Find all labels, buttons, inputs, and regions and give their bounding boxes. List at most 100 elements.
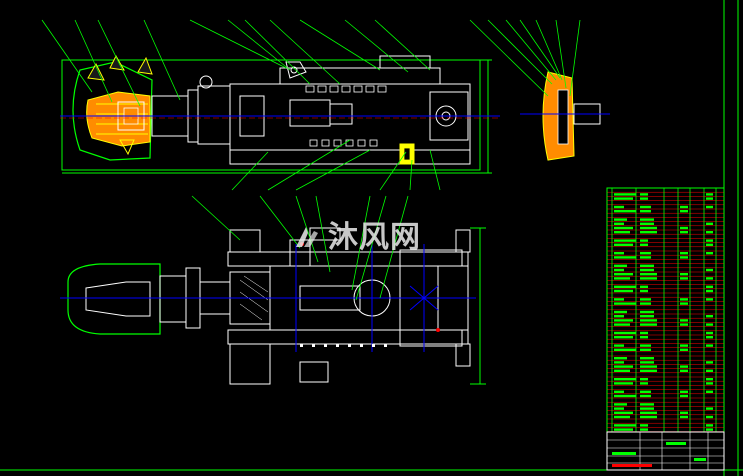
table-cell-mark <box>680 205 688 209</box>
table-cell-mark <box>706 344 713 347</box>
table-cell-mark <box>640 323 657 326</box>
table-cell-mark <box>614 231 630 234</box>
table-cell-mark <box>680 411 688 414</box>
table-cell-mark <box>614 348 636 351</box>
table-cell-mark <box>640 331 648 335</box>
table-cell-mark <box>640 336 648 339</box>
table-cell-mark <box>706 231 713 234</box>
table-cell-mark <box>680 298 688 301</box>
table-cell-mark <box>614 403 627 406</box>
table-cell-mark <box>614 302 636 305</box>
table-cell-mark <box>614 298 624 301</box>
table-cell-mark <box>640 264 654 267</box>
table-cell-mark <box>680 348 688 351</box>
table-cell-mark <box>614 344 624 347</box>
table-cell-mark <box>614 361 624 364</box>
table-cell-mark <box>640 369 657 372</box>
table-cell-mark <box>706 193 713 196</box>
table-cell-mark <box>640 231 657 234</box>
table-cell-mark <box>706 378 713 381</box>
table-cell-mark <box>680 369 688 372</box>
bottom-hatch-region <box>239 275 269 321</box>
top-view-envelope <box>61 59 492 174</box>
table-cell-mark <box>640 256 651 259</box>
table-cell-mark <box>640 382 648 385</box>
table-cell-mark <box>706 197 713 200</box>
table-cell-mark <box>706 289 713 293</box>
table-cell-mark <box>680 273 688 276</box>
bottom-view-assembly <box>60 195 486 385</box>
bolt-row-lower <box>309 139 378 147</box>
table-cell-mark <box>606 431 725 471</box>
table-cell-mark <box>706 407 713 410</box>
table-cell-mark <box>640 210 651 213</box>
table-cell-mark <box>706 268 713 272</box>
table-cell-mark <box>614 264 627 267</box>
table-cell-mark <box>706 205 713 209</box>
table-cell-mark <box>640 348 651 351</box>
table-cell-mark <box>680 344 688 347</box>
table-cell-mark <box>640 222 654 225</box>
table-cell-mark <box>614 357 627 360</box>
table-cell-mark <box>680 210 688 213</box>
bottom-cutter-head <box>67 263 161 335</box>
table-cell-mark <box>640 315 654 318</box>
table-cell-mark <box>640 277 657 280</box>
bottom-view-envelope <box>470 227 486 385</box>
table-cell-mark <box>706 239 713 242</box>
table-cell-mark <box>614 273 633 276</box>
table-cell-mark <box>614 210 636 213</box>
table-cell-mark <box>614 369 630 372</box>
side-section-view <box>469 19 610 161</box>
table-cell-mark <box>640 268 654 272</box>
table-cell-mark <box>614 193 636 196</box>
table-cell-mark <box>640 390 651 393</box>
table-cell-mark <box>680 390 688 393</box>
table-cell-mark <box>640 310 654 314</box>
table-cell-mark <box>614 428 633 431</box>
table-cell-mark <box>612 452 636 455</box>
table-cell-mark <box>680 365 688 368</box>
table-cell-mark <box>680 256 688 259</box>
table-cell-mark <box>640 197 648 200</box>
table-cell-mark <box>614 407 624 410</box>
table-cell-mark <box>680 323 688 326</box>
table-cell-mark <box>640 252 651 255</box>
table-cell-mark <box>706 331 713 335</box>
table-cell-mark <box>614 331 636 335</box>
table-cell-mark <box>614 394 636 398</box>
table-cell-mark <box>640 302 651 305</box>
table-cell-mark <box>706 243 713 246</box>
table-cell-mark <box>680 302 688 305</box>
table-cell-mark <box>614 222 624 225</box>
gear-part-highlight <box>399 143 415 165</box>
table-cell-mark <box>640 205 651 209</box>
table-cell-mark <box>614 277 630 280</box>
table-cell-mark <box>680 277 688 280</box>
table-cell-mark <box>614 310 627 314</box>
table-cell-mark <box>614 319 633 322</box>
table-cell-mark <box>614 323 630 326</box>
table-cell-mark <box>614 226 633 230</box>
table-cell-mark <box>640 289 648 293</box>
table-cell-mark <box>614 239 636 242</box>
table-cell-mark <box>640 239 648 242</box>
table-cell-mark <box>614 268 624 272</box>
table-cell-mark <box>706 369 713 372</box>
table-cell-mark <box>614 415 630 419</box>
table-cell-mark <box>666 442 686 445</box>
table-cell-mark <box>614 289 633 293</box>
table-cell-mark <box>680 231 688 234</box>
table-cell-mark <box>640 407 654 410</box>
table-cell-mark <box>614 252 624 255</box>
table-cell-mark <box>680 415 688 419</box>
table-cell-mark <box>706 415 713 419</box>
table-cell-mark <box>706 298 713 301</box>
table-cell-mark <box>640 394 651 398</box>
table-cell-mark <box>614 315 624 318</box>
table-cell-mark <box>640 411 657 414</box>
bolt-row-upper <box>305 85 387 93</box>
table-cell-mark <box>614 285 636 288</box>
table-cell-mark <box>614 424 636 427</box>
